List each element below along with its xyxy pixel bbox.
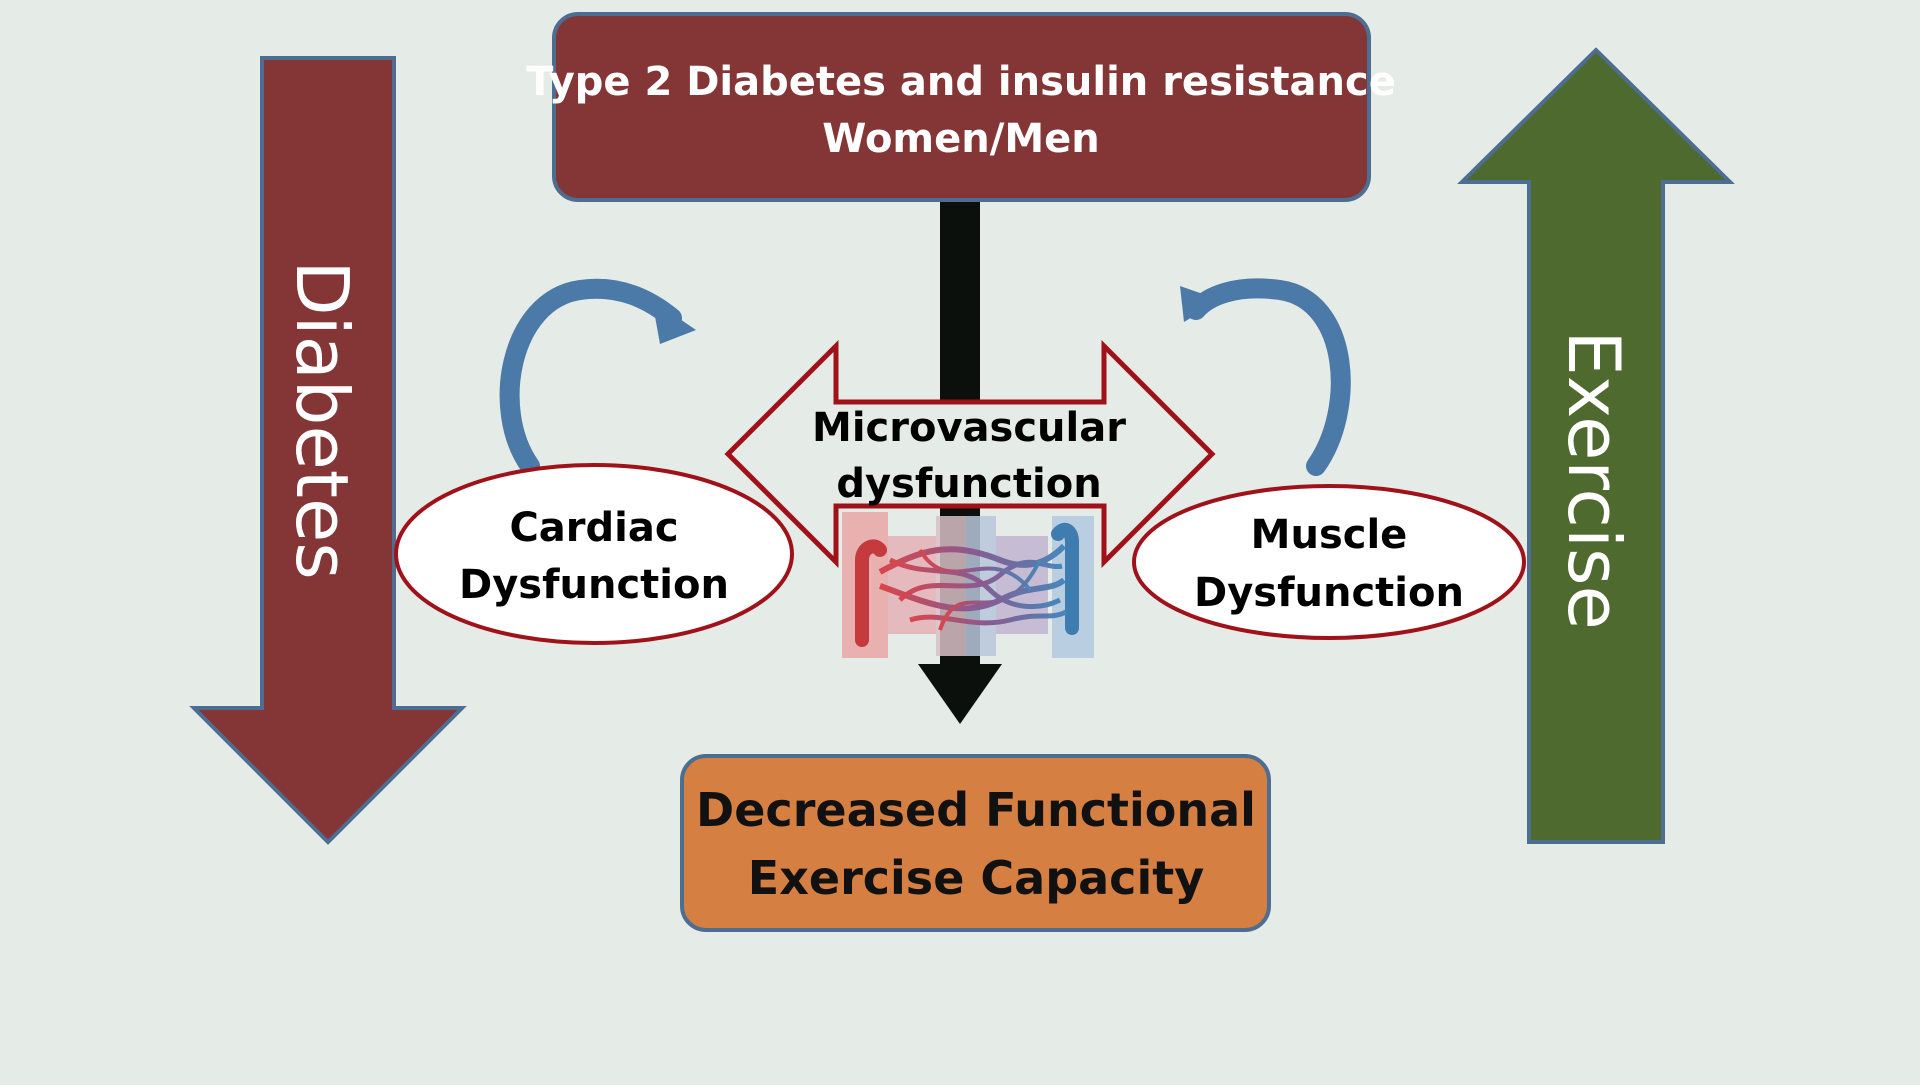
outcome-line1: Decreased Functional <box>696 783 1256 837</box>
outcome-line2: Exercise Capacity <box>748 851 1204 905</box>
cardiac-line2: Dysfunction <box>459 562 729 608</box>
top-box-line1: Type 2 Diabetes and insulin resistance <box>526 59 1396 105</box>
exercise-label: Exercise <box>1552 330 1636 630</box>
diabetes-label: Diabetes <box>280 260 364 580</box>
diabetes-arrow: Diabetes <box>189 56 467 845</box>
cardiac-feedback-arrow <box>499 278 696 476</box>
muscle-line1: Muscle <box>1251 512 1408 558</box>
muscle-feedback-arrow <box>1180 278 1351 476</box>
capillary-network-icon <box>842 512 1094 658</box>
microvascular-double-arrow <box>724 339 1216 569</box>
exercise-arrow: Exercise <box>1457 47 1735 844</box>
muscle-dysfunction-ellipse: Muscle Dysfunction <box>1132 484 1526 640</box>
top-condition-box: Type 2 Diabetes and insulin resistance W… <box>526 12 1396 202</box>
top-box-line2: Women/Men <box>822 116 1099 162</box>
microvascular-line1: Microvascular <box>812 405 1126 451</box>
cardiac-line1: Cardiac <box>509 505 678 551</box>
microvascular-line2: dysfunction <box>836 461 1101 507</box>
cardiac-dysfunction-ellipse: Cardiac Dysfunction <box>394 463 794 645</box>
outcome-box: Decreased Functional Exercise Capacity <box>680 754 1271 932</box>
muscle-line2: Dysfunction <box>1194 570 1464 616</box>
